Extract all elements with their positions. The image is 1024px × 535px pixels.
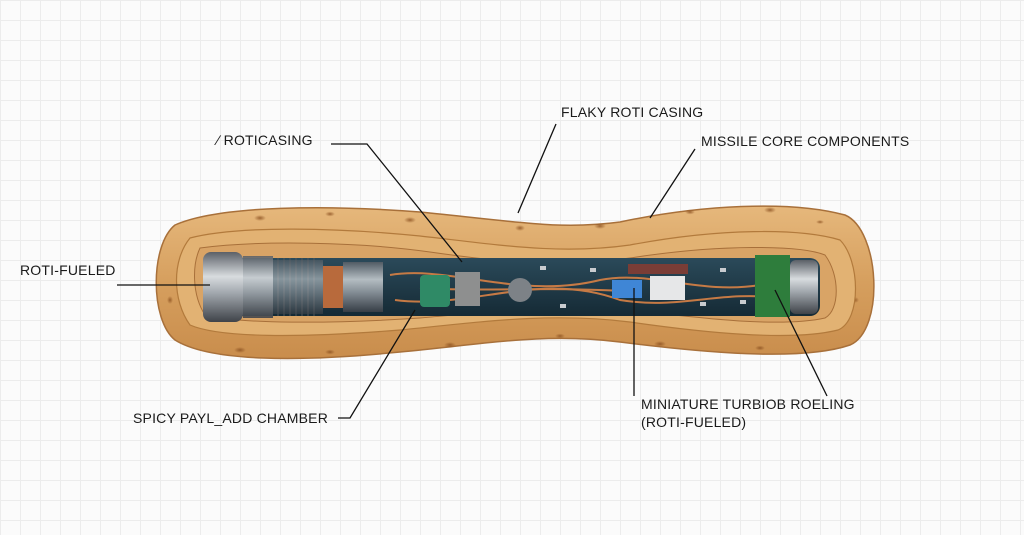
leader-spicy-payload bbox=[338, 309, 416, 419]
leader-roticasing bbox=[331, 143, 463, 263]
missile-core bbox=[203, 252, 820, 322]
label-turbine-line1: MINIATURE TURBIOB ROELING bbox=[641, 396, 855, 412]
label-roti-fueled: ROTI-FUELED bbox=[20, 262, 116, 278]
leader-missile-core bbox=[649, 148, 696, 219]
label-flaky-roti-casing: FLAKY ROTI CASING bbox=[561, 104, 704, 120]
turbine-chip bbox=[612, 280, 642, 298]
label-roticasing: ∕ ROTICASING bbox=[217, 132, 313, 148]
nozzle-cap bbox=[203, 252, 243, 322]
label-missile-core-components: MISSILE CORE COMPONENTS bbox=[701, 133, 910, 149]
leader-lines bbox=[117, 123, 828, 419]
label-turbine-line2: (ROTI-FUELED) bbox=[641, 414, 747, 430]
guidance-board bbox=[755, 255, 790, 317]
payload-chamber bbox=[420, 275, 450, 307]
leader-turbine-right bbox=[774, 289, 828, 397]
nose-cap bbox=[790, 260, 818, 314]
leader-flaky-roti bbox=[517, 123, 557, 214]
roti-spots bbox=[167, 207, 859, 355]
label-spicy-payload-chamber: SPICY PAYL_ADD CHAMBER bbox=[133, 410, 329, 426]
